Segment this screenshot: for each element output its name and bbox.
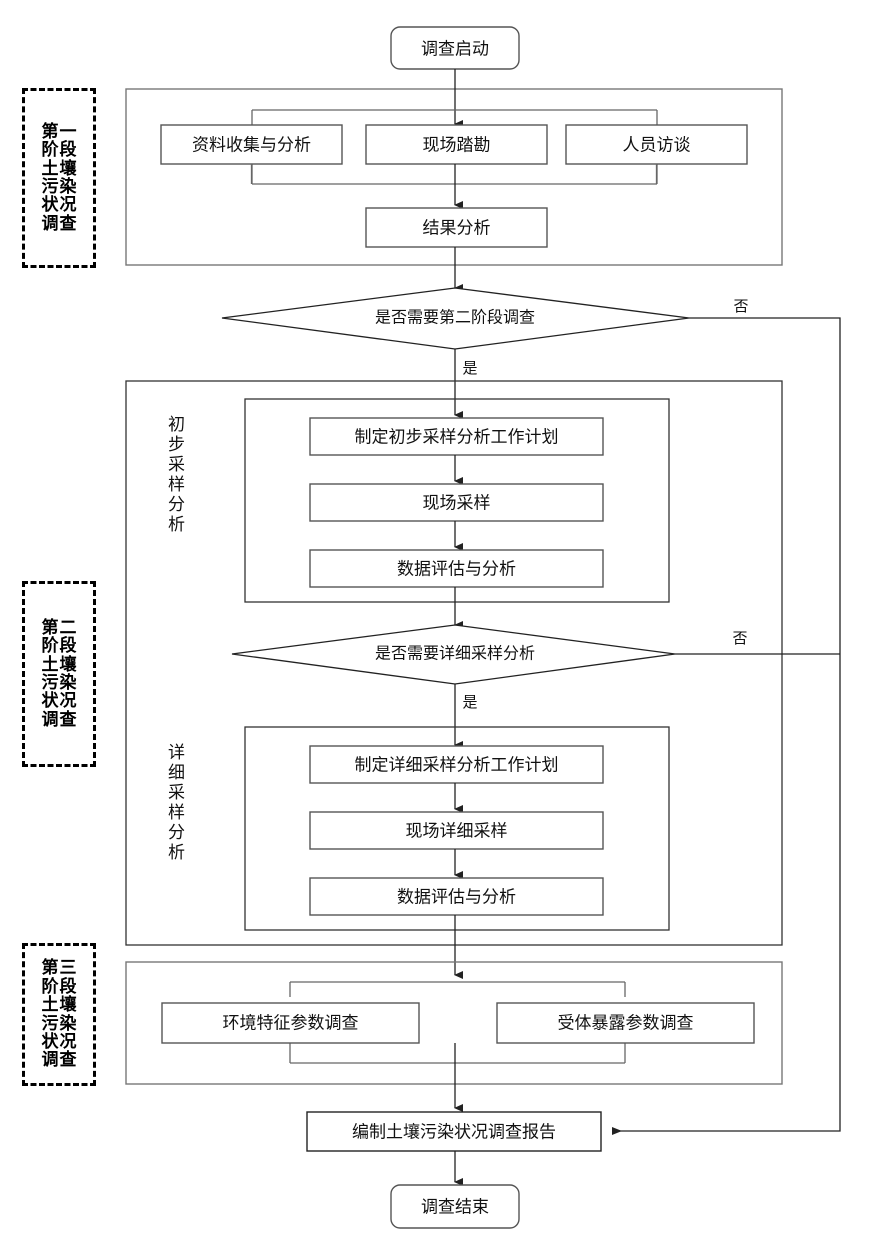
stage-tag-2-char-0: 第 (41, 617, 59, 637)
stage-tag-3-char-1: 三 (59, 958, 77, 978)
group-label-preliminary-sampling: 初步采样分析 (165, 415, 184, 535)
node-report-shape[interactable] (306, 1111, 602, 1152)
edge-decision1-no (612, 317, 841, 1135)
stage-tag-1-char-10: 调 (41, 213, 59, 233)
stage1-container (125, 88, 783, 266)
stage-tag-1: 第 一 阶 段 土 壤 污 染 状 况 调 查 (22, 88, 96, 268)
stage-tag-2-char-10: 调 (41, 709, 59, 729)
node-env-params-label: 环境特征参数调查 (223, 1014, 359, 1033)
preliminary-sampling-group (244, 398, 670, 603)
node-detailed-evaluation-shape[interactable] (309, 877, 604, 916)
stage-tag-3-char-6: 污 (41, 1013, 59, 1033)
stage-tag-2-grid: 第 二 阶 段 土 壤 污 染 状 况 调 查 (41, 617, 77, 729)
stage-tag-2-char-5: 壤 (59, 654, 77, 674)
stage-tag-1-char-7: 染 (59, 177, 77, 196)
node-result-analysis-shape[interactable] (365, 207, 548, 248)
node-report-label: 编制土壤污染状况调查报告 (352, 1122, 556, 1142)
detailed-sampling-group (244, 726, 670, 931)
node-detailed-sampling-label: 现场详细采样 (406, 822, 508, 841)
stage-tag-3-grid: 第 三 阶 段 土 壤 污 染 状 况 调 查 (41, 958, 77, 1070)
node-detailed-plan-label: 制定详细采样分析工作计划 (355, 756, 559, 775)
stage-tag-3-char-9: 况 (59, 1031, 77, 1051)
stage-tag-1-char-9: 况 (59, 195, 77, 215)
stage-tag-3-char-8: 状 (41, 1031, 59, 1051)
stage-tag-1-char-6: 污 (41, 177, 59, 196)
node-prelim-sampling-shape[interactable] (309, 483, 604, 522)
stage-tag-1-char-1: 一 (59, 121, 77, 141)
node-prelim-evaluation-shape[interactable] (309, 549, 604, 588)
node-personnel-interview-label: 人员访谈 (623, 136, 691, 155)
stage-tag-3: 第 三 阶 段 土 壤 污 染 状 况 调 查 (22, 943, 96, 1086)
group-label-detailed-sampling: 详细采样分析 (165, 743, 184, 863)
node-exposure-params-label: 受体暴露参数调查 (558, 1014, 694, 1033)
node-decision-stage2-label: 是否需要第二阶段调查 (375, 309, 535, 327)
stage2-container (125, 380, 783, 946)
stage-tag-1-char-8: 状 (41, 195, 59, 215)
stage3-fanout-bracket (289, 981, 626, 997)
node-end-label: 调查结束 (421, 1198, 489, 1217)
stage-tag-3-char-4: 土 (41, 995, 59, 1015)
stage-tag-2-char-11: 查 (59, 709, 77, 729)
node-end-shape[interactable] (390, 1184, 520, 1229)
node-data-collection-label: 资料收集与分析 (192, 136, 311, 155)
stage-tag-1-char-2: 阶 (41, 140, 59, 160)
node-exposure-params-shape[interactable] (496, 1002, 755, 1044)
node-prelim-plan-label: 制定初步采样分析工作计划 (355, 428, 559, 447)
edge-label-detailed-yes: 是 (462, 695, 477, 711)
node-detailed-evaluation-label: 数据评估与分析 (397, 888, 516, 907)
stage-tag-2-char-3: 段 (59, 636, 77, 656)
stage-tag-3-char-10: 调 (41, 1050, 59, 1070)
node-site-reconnaissance-label: 现场踏勘 (423, 136, 491, 155)
node-detailed-sampling-shape[interactable] (309, 811, 604, 850)
stage-tag-1-grid: 第 一 阶 段 土 壤 污 染 状 况 调 查 (41, 121, 77, 233)
node-detailed-plan-shape[interactable] (309, 745, 604, 784)
stage-tag-1-char-11: 查 (59, 213, 77, 233)
stage-tag-3-char-3: 段 (59, 976, 77, 996)
stage-tag-2-char-1: 二 (59, 617, 77, 637)
stage-tag-3-char-0: 第 (41, 958, 59, 978)
node-prelim-evaluation-label: 数据评估与分析 (397, 560, 516, 579)
stage-tag-2-char-7: 染 (59, 673, 77, 692)
stage-tag-1-char-5: 壤 (59, 158, 77, 178)
stage-tag-3-char-5: 壤 (59, 995, 77, 1015)
node-start-label: 调查启动 (421, 40, 489, 59)
node-decision-detailed-label: 是否需要详细采样分析 (375, 645, 535, 663)
stage-tag-2-char-9: 况 (59, 691, 77, 711)
stage-tag-3-char-7: 染 (59, 1013, 77, 1033)
stage-tag-2-char-4: 土 (41, 654, 59, 674)
stage-tag-3-char-11: 查 (59, 1050, 77, 1070)
stage3-container (125, 961, 783, 1085)
stage-tag-3-char-2: 阶 (41, 976, 59, 996)
stage-tag-2-char-8: 状 (41, 691, 59, 711)
node-site-reconnaissance-shape[interactable] (365, 124, 548, 165)
node-prelim-plan-shape[interactable] (309, 417, 604, 456)
edge-label-stage2-no: 否 (733, 299, 748, 315)
node-data-collection-shape[interactable] (160, 124, 343, 165)
stage-tag-2-char-2: 阶 (41, 636, 59, 656)
node-env-params-shape[interactable] (161, 1002, 420, 1044)
node-result-analysis-label: 结果分析 (423, 219, 491, 238)
stage-tag-2-char-6: 污 (41, 673, 59, 692)
node-personnel-interview-shape[interactable] (565, 124, 748, 165)
stage-tag-1-char-3: 段 (59, 140, 77, 160)
stage-tag-2: 第 二 阶 段 土 壤 污 染 状 况 调 查 (22, 581, 96, 767)
stage-tag-1-char-0: 第 (41, 121, 59, 141)
stage-tag-1-char-4: 土 (41, 158, 59, 178)
edge-label-detailed-no: 否 (732, 631, 747, 647)
node-prelim-sampling-label: 现场采样 (423, 494, 491, 513)
edge-label-stage2-yes: 是 (462, 361, 477, 377)
